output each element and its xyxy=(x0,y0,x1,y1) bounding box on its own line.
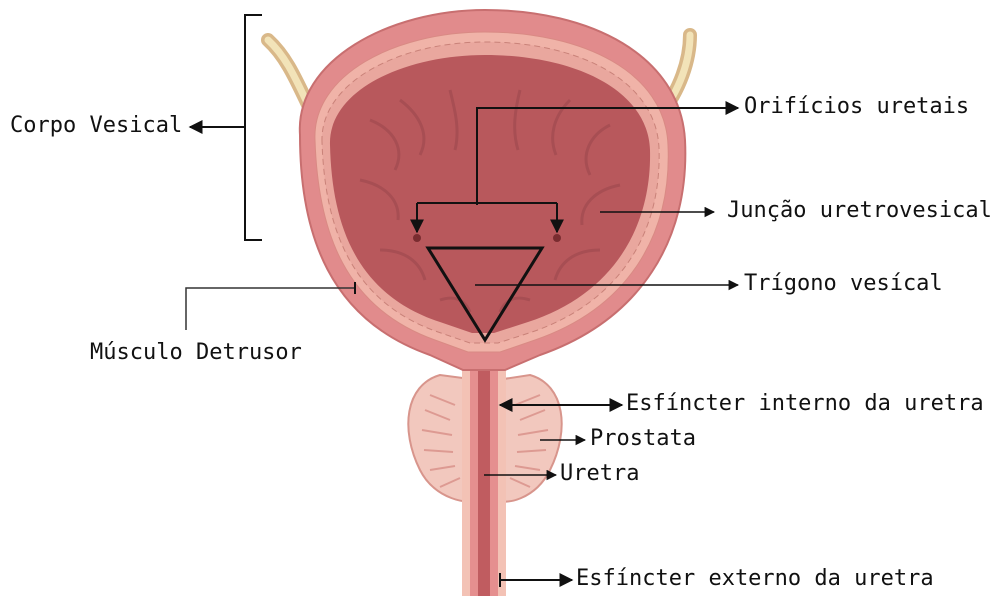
label-prostata: Prostata xyxy=(590,428,696,450)
left-ureteral-orifice xyxy=(413,234,421,242)
detrusor-line xyxy=(186,288,355,330)
label-trigono-vesical: Trígono vesícal xyxy=(744,273,943,295)
label-corpo-vesical: Corpo Vesical xyxy=(10,115,182,137)
label-esfincter-interno: Esfíncter interno da uretra xyxy=(626,393,984,415)
urethra-lumen xyxy=(478,340,490,596)
urethra-wall-right xyxy=(498,360,506,596)
label-orificios-uretais: Orifícios uretais xyxy=(744,96,969,118)
label-esfincter-externo: Esfíncter externo da uretra xyxy=(576,568,934,590)
right-ureteral-orifice xyxy=(553,234,561,242)
corpo-vesical-bracket xyxy=(245,15,262,240)
label-uretra: Uretra xyxy=(560,463,639,485)
label-juncao-uretrovesical: Junção uretrovesical xyxy=(727,200,992,222)
label-musculo-detrusor: Músculo Detrusor xyxy=(90,342,302,364)
urethra-wall-left xyxy=(462,360,470,596)
